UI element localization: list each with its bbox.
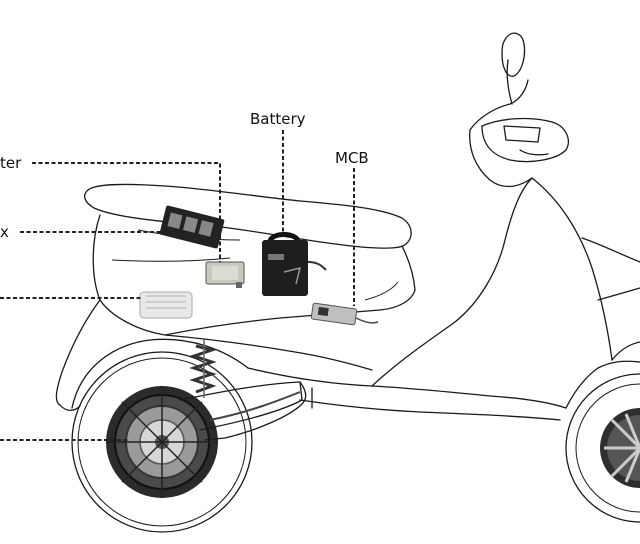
dc-converter	[205, 261, 245, 288]
rear-shock	[189, 338, 218, 398]
rear-wheel	[71, 351, 253, 533]
label-converter: ter	[0, 154, 22, 172]
scooter-body	[55, 32, 640, 441]
mcb	[310, 302, 379, 326]
label-battery: Battery	[250, 110, 306, 128]
hub-motor	[106, 386, 218, 498]
leader-converter	[32, 162, 221, 262]
motor-wiring	[209, 391, 301, 421]
fuse-box	[159, 205, 225, 249]
battery	[262, 232, 327, 296]
label-mcb: MCB	[335, 149, 369, 167]
controller-box	[139, 291, 193, 319]
front-wheel	[565, 373, 640, 523]
label-fuse-box: x	[0, 223, 9, 241]
